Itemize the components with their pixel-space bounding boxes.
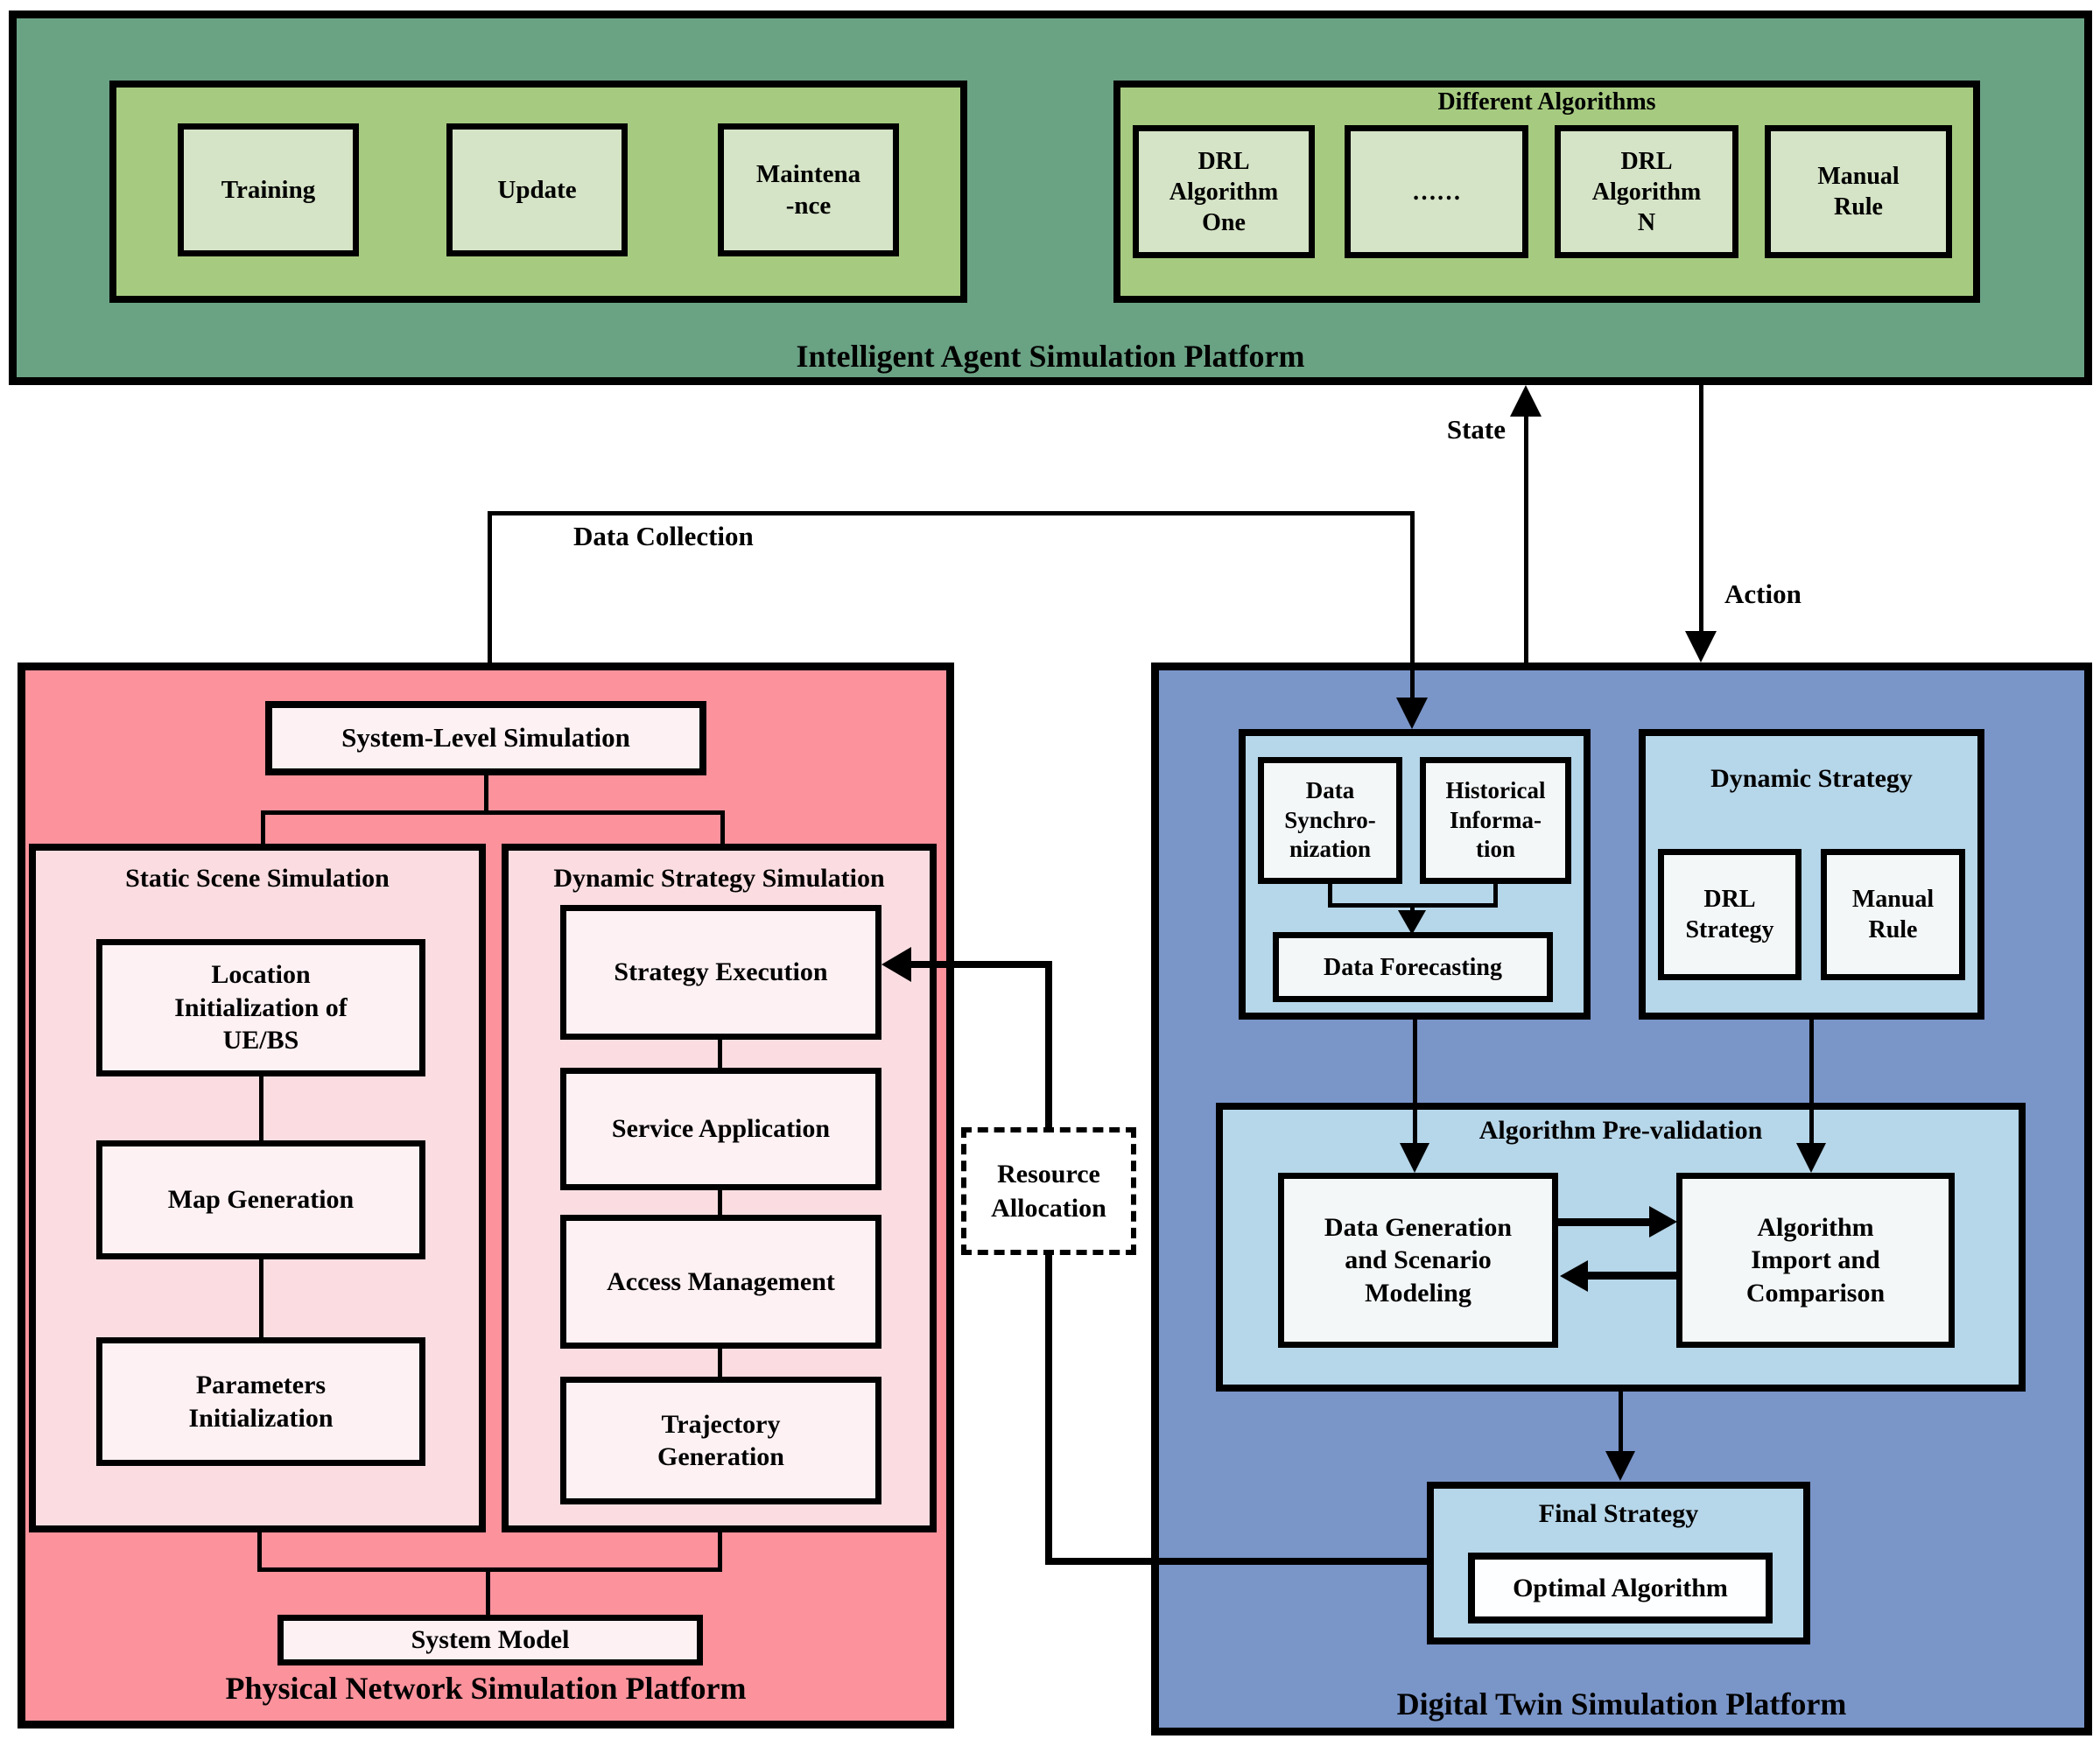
merge-vline-left bbox=[257, 1532, 262, 1572]
maintenance-box: Maintena -nce bbox=[718, 123, 899, 256]
data-forecasting-box: Data Forecasting bbox=[1273, 932, 1553, 1002]
branch-vline-left bbox=[261, 810, 265, 845]
data-collection-arrowhead-icon bbox=[1396, 698, 1428, 729]
final-strategy-title: Final Strategy bbox=[1538, 1499, 1699, 1528]
ellipsis-box: …… bbox=[1345, 125, 1528, 258]
dynamic-chain-line-1 bbox=[718, 1040, 722, 1068]
data-collection-vline-left bbox=[488, 511, 492, 663]
resource-path-bottom-vline bbox=[1045, 1255, 1052, 1565]
dynamic-strategy-sim-title: Dynamic Strategy Simulation bbox=[553, 864, 885, 893]
data-generation-box: Data Generation and Scenario Modeling bbox=[1278, 1173, 1558, 1348]
prevalidation-title: Algorithm Pre-validation bbox=[1478, 1116, 1763, 1145]
twin-dynamic-strategy-title: Dynamic Strategy bbox=[1710, 764, 1913, 793]
state-arrow-line bbox=[1524, 411, 1528, 663]
final-strategy-arrowhead-icon bbox=[1605, 1451, 1635, 1481]
resource-path-bottom-hline bbox=[1045, 1558, 1434, 1565]
dynamic-chain-line-3 bbox=[718, 1349, 722, 1377]
training-box: Training bbox=[178, 123, 359, 256]
data-generation-arrowhead-icon bbox=[1400, 1143, 1429, 1173]
forecasting-arrowhead-icon bbox=[1398, 910, 1426, 935]
algorithm-import-box: Algorithm Import and Comparison bbox=[1676, 1173, 1955, 1348]
static-chain-line-2 bbox=[259, 1259, 263, 1337]
strategy-execution-box: Strategy Execution bbox=[560, 905, 881, 1040]
resource-path-top-vline bbox=[1045, 961, 1052, 1131]
bracket-vline-right bbox=[1493, 884, 1498, 908]
resource-path-top-hline bbox=[909, 961, 1052, 968]
exchange-left-arrowhead-icon bbox=[1560, 1260, 1588, 1292]
system-level-stem-line bbox=[484, 775, 488, 810]
parameters-initialization-box: Parameters Initialization bbox=[96, 1337, 425, 1466]
data-synchronization-box: Data Synchro- nization bbox=[1258, 757, 1402, 884]
trajectory-generation-box: Trajectory Generation bbox=[560, 1377, 881, 1504]
access-management-box: Access Management bbox=[560, 1215, 881, 1349]
state-arrowhead-icon bbox=[1510, 385, 1542, 417]
data-collection-label: Data Collection bbox=[573, 521, 754, 551]
system-level-simulation-box: System-Level Simulation bbox=[265, 701, 706, 775]
branch-vline-right bbox=[720, 810, 725, 845]
drl-algorithm-n-box: DRL Algorithm N bbox=[1555, 125, 1738, 258]
dynamic-strategy-down-line bbox=[1809, 1020, 1814, 1146]
physical-platform-title: Physical Network Simulation Platform bbox=[225, 1671, 747, 1706]
drl-strategy-box: DRL Strategy bbox=[1658, 849, 1802, 980]
data-collection-hline bbox=[488, 511, 1415, 515]
action-arrow-line bbox=[1699, 385, 1703, 635]
system-model-box: System Model bbox=[277, 1615, 703, 1665]
prevalidation-down-line bbox=[1619, 1392, 1623, 1453]
historical-information-box: Historical Informa- tion bbox=[1420, 757, 1571, 884]
static-chain-line-1 bbox=[259, 1076, 263, 1140]
action-label: Action bbox=[1724, 578, 1802, 609]
merge-vline-right bbox=[718, 1532, 722, 1572]
optimal-algorithm-box: Optimal Algorithm bbox=[1468, 1553, 1773, 1623]
data-collection-vline-right bbox=[1410, 511, 1415, 702]
manual-rule-box: Manual Rule bbox=[1765, 125, 1952, 258]
algorithm-import-arrowhead-icon bbox=[1796, 1143, 1826, 1173]
state-label: State bbox=[1446, 414, 1506, 445]
agent-platform-title: Intelligent Agent Simulation Platform bbox=[796, 339, 1305, 374]
manual-rule-strategy-box: Manual Rule bbox=[1821, 849, 1965, 980]
resource-allocation-label: Resource Allocation bbox=[991, 1160, 1106, 1223]
algorithms-title: Different Algorithms bbox=[1437, 88, 1656, 116]
exchange-right-arrowhead-icon bbox=[1649, 1206, 1677, 1238]
bracket-vline-left bbox=[1328, 884, 1332, 908]
static-scene-title: Static Scene Simulation bbox=[125, 864, 390, 893]
drl-algorithm-one-box: DRL Algorithm One bbox=[1133, 125, 1315, 258]
location-initialization-box: Location Initialization of UE/BS bbox=[96, 939, 425, 1076]
resource-allocation-box: Resource Allocation bbox=[961, 1127, 1136, 1255]
update-box: Update bbox=[446, 123, 628, 256]
strategy-execution-arrowhead-icon bbox=[881, 947, 911, 982]
service-application-box: Service Application bbox=[560, 1068, 881, 1190]
dynamic-chain-line-2 bbox=[718, 1190, 722, 1215]
data-module-down-line bbox=[1413, 1020, 1417, 1146]
digital-twin-platform-title: Digital Twin Simulation Platform bbox=[1396, 1686, 1847, 1721]
exchange-right-line bbox=[1558, 1218, 1651, 1226]
branch-hline bbox=[261, 810, 725, 815]
map-generation-box: Map Generation bbox=[96, 1140, 425, 1259]
action-arrowhead-icon bbox=[1685, 631, 1717, 663]
bracket-stem-line bbox=[1410, 903, 1415, 914]
merge-stem-line bbox=[486, 1567, 490, 1615]
exchange-left-line bbox=[1586, 1272, 1677, 1280]
